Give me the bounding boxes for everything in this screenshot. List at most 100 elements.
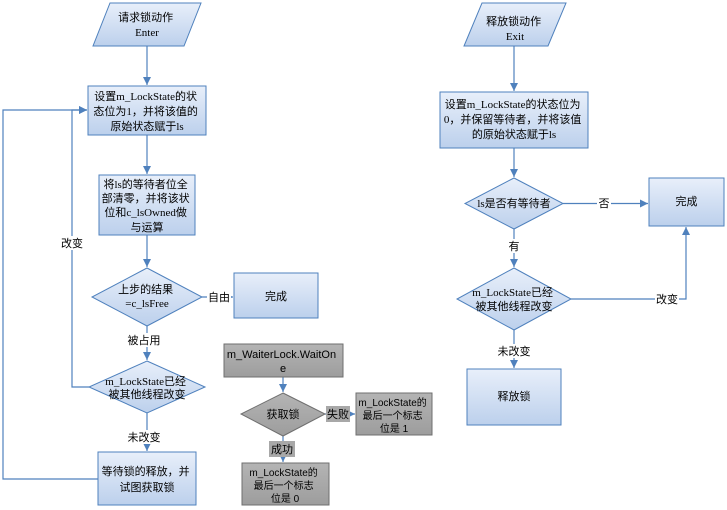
exit-set-state-text: 设置m_LockState的状态位为 0，并保留等待者，并将该值 的原始状态赋于… xyxy=(444,97,584,141)
exit-set-state-node: 设置m_LockState的状态位为 0，并保留等待者，并将该值 的原始状态赋于… xyxy=(439,91,589,149)
enter-unchanged-label: 未改变 xyxy=(126,430,162,444)
success-label-text: 成功 xyxy=(271,443,293,456)
enter-changed-label: 改变 xyxy=(60,236,84,250)
enter-check-free-line: 上步的结果 xyxy=(118,282,173,296)
fail-result-line: m_LockState的 xyxy=(358,396,426,409)
exit-start-text: 释放锁动作 Exit xyxy=(486,14,544,43)
enter-start-text: 请求锁动作 Enter xyxy=(118,10,176,39)
enter-wait-node: 等待锁的释放，并 试图获取锁 xyxy=(97,451,197,506)
fail-result-line: 位是 1 xyxy=(380,422,409,435)
enter-clear-waiters-line: 将ls的等待者位全 xyxy=(103,177,187,191)
enter-wait-line: 等待锁的释放，并 xyxy=(102,464,190,478)
exit-changed-label: 改变 xyxy=(655,292,679,306)
exit-set-state-line: 设置m_LockState的状态位为 xyxy=(445,97,581,111)
acquire-diamond xyxy=(239,392,327,437)
label-background xyxy=(207,290,231,304)
exit-changed-check-line: m_LockState已经 xyxy=(472,286,553,299)
enter-clear-waiters-text: 将ls的等待者位全 部清零，并将该状 位和c_lsOwned做 与运算 xyxy=(102,177,193,234)
success-result-line: m_LockState的 xyxy=(249,466,317,479)
enter-occupied-label: 被占用 xyxy=(126,333,162,347)
wait-one-node: m_WaiterLock.WaitOn e xyxy=(223,343,344,378)
label-background xyxy=(597,196,611,210)
exit-flow: 释放锁动作 Exit 设置m_LockState的状态位为 0，并保留等待者，并… xyxy=(439,2,725,426)
success-result-line: 位是 0 xyxy=(271,492,300,505)
fail-result-node: m_LockState的 最后一个标志 位是 1 xyxy=(355,392,433,436)
exit-unchanged-label: 未改变 xyxy=(496,344,532,358)
exit-yes-label-text: 有 xyxy=(509,239,520,253)
exit-unchanged-label-text: 未改变 xyxy=(498,344,531,358)
fail-label-text: 失败 xyxy=(327,407,349,421)
enter-set-state-line: 原始状态赋于ls xyxy=(110,119,183,133)
enter-changed-label-text: 改变 xyxy=(61,236,83,250)
exit-start-line: 释放锁动作 xyxy=(486,14,541,28)
exit-start-parallelogram xyxy=(463,2,567,47)
enter-done-node: 完成 xyxy=(233,272,319,319)
enter-set-state-line: 设置m_LockState的状 xyxy=(94,89,197,103)
exit-changed-label-text: 改变 xyxy=(656,292,678,306)
success-result-box xyxy=(241,462,330,506)
enter-occupied-label-text: 被占用 xyxy=(128,333,161,347)
exit-changed-check-diamond xyxy=(455,267,573,331)
label-background xyxy=(496,344,532,358)
exit-set-state-line: 的原始状态赋于ls xyxy=(472,127,556,141)
exit-has-waiters-diamond xyxy=(463,177,565,230)
enter-clear-waiters-line: 与运算 xyxy=(131,220,164,234)
enter-check-free-line: =c_lsFree xyxy=(125,298,169,310)
enter-changed-check-line: m_LockState已经 xyxy=(105,375,186,388)
enter-wait-box xyxy=(97,451,197,506)
enter-changed-check-text: m_LockState已经 被其他线程改变 xyxy=(105,375,188,401)
connector-changed-to-done xyxy=(571,227,690,300)
fail-result-text: m_LockState的 最后一个标志 位是 1 xyxy=(358,396,429,435)
exit-release-node: 释放锁 xyxy=(466,368,562,426)
exit-has-waiters-text: ls是否有等待者 xyxy=(477,196,550,210)
success-result-text: m_LockState的 最后一个标志 位是 0 xyxy=(249,466,320,505)
connector-wait-loop xyxy=(2,106,98,480)
enter-check-free-diamond xyxy=(90,267,204,327)
label-background xyxy=(269,441,295,457)
success-result-node: m_LockState的 最后一个标志 位是 0 xyxy=(241,462,330,506)
exit-start-node: 释放锁动作 Exit xyxy=(463,2,567,47)
enter-start-line: Enter xyxy=(135,27,159,39)
wait-one-line: e xyxy=(280,363,286,375)
wait-one-line: m_WaiterLock.WaitOn xyxy=(227,349,336,361)
exit-no-label: 否 xyxy=(597,196,611,210)
exit-set-state-box xyxy=(439,91,589,149)
success-label: 成功 xyxy=(269,441,295,457)
enter-flow: 请求锁动作 Enter 设置m_LockState的状 态位为1，并将该值的 原… xyxy=(2,2,319,506)
fail-label: 失败 xyxy=(326,406,350,422)
exit-release-box xyxy=(466,368,562,426)
enter-done-box xyxy=(233,272,319,319)
enter-set-state-line: 态位为1，并将该值的 xyxy=(93,104,198,118)
fail-result-line: 最后一个标志 xyxy=(363,409,423,422)
exit-set-state-line: 0，并保留等待者，并将该值 xyxy=(444,112,582,126)
enter-clear-waiters-line: 部清零，并将该状 xyxy=(102,191,190,205)
enter-start-line: 请求锁动作 xyxy=(118,10,173,24)
enter-set-state-text: 设置m_LockState的状 态位为1，并将该值的 原始状态赋于ls xyxy=(93,89,200,133)
enter-wait-text: 等待锁的释放，并 试图获取锁 xyxy=(102,464,193,494)
enter-start-node: 请求锁动作 Enter xyxy=(92,2,202,47)
wait-detail: m_WaiterLock.WaitOn e 获取锁 失败 m_LockState… xyxy=(223,343,433,506)
label-background xyxy=(126,333,162,347)
acquire-node: 获取锁 xyxy=(239,392,327,437)
enter-clear-waiters-line: 位和c_lsOwned做 xyxy=(104,205,187,219)
success-result-line: 最后一个标志 xyxy=(254,479,314,492)
exit-done-text: 完成 xyxy=(676,194,698,208)
exit-has-waiters-node: ls是否有等待者 xyxy=(463,177,565,230)
exit-start-line: Exit xyxy=(506,31,524,43)
exit-done-box xyxy=(648,177,725,227)
enter-clear-waiters-node: 将ls的等待者位全 部清零，并将该状 位和c_lsOwned做 与运算 xyxy=(98,174,196,236)
exit-changed-check-node: m_LockState已经 被其他线程改变 xyxy=(455,267,573,331)
enter-changed-check-diamond xyxy=(87,360,207,414)
exit-changed-check-text: m_LockState已经 被其他线程改变 xyxy=(472,286,555,313)
exit-no-label-text: 否 xyxy=(599,198,610,210)
enter-set-state-box xyxy=(87,85,207,136)
enter-changed-check-node: m_LockState已经 被其他线程改变 xyxy=(87,360,207,414)
enter-free-label: 自由 xyxy=(207,290,231,304)
enter-free-label-text: 自由 xyxy=(208,290,230,304)
acquire-text: 获取锁 xyxy=(267,407,300,421)
fail-result-box xyxy=(355,392,433,436)
exit-changed-check-line: 被其他线程改变 xyxy=(476,299,553,313)
label-background xyxy=(60,236,84,250)
enter-unchanged-label-text: 未改变 xyxy=(128,430,161,444)
